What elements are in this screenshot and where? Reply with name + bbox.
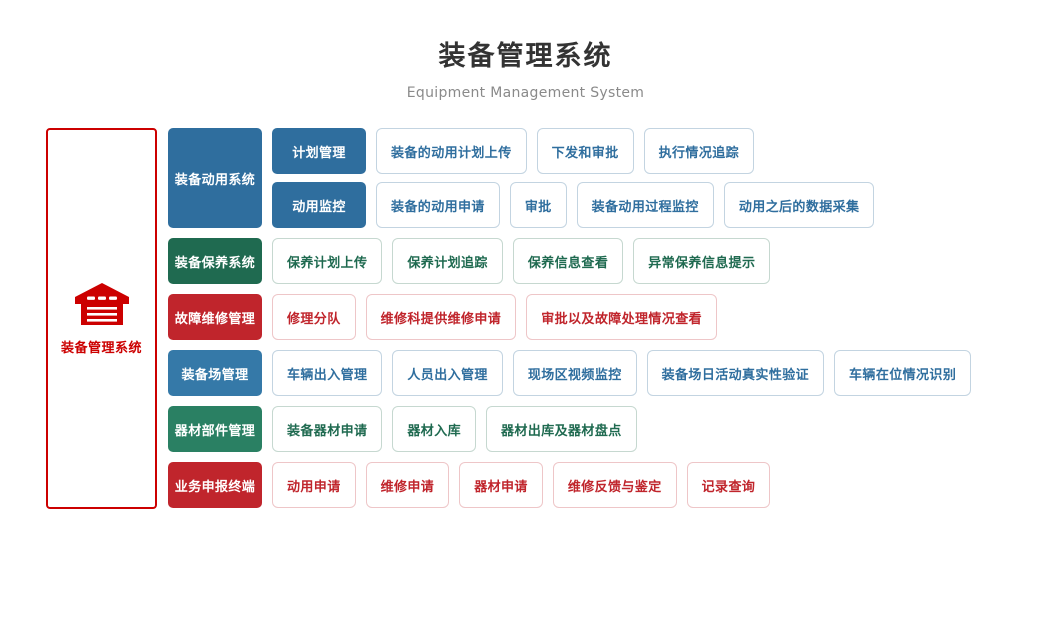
page-header: 装备管理系统 Equipment Management System [0, 40, 1051, 104]
leaf-item[interactable]: 器材入库 [392, 406, 477, 452]
subcategory-row: 计划管理装备的动用计划上传下发和审批执行情况追踪 [272, 128, 874, 174]
subcategory-row: 动用监控装备的动用申请审批装备动用过程监控动用之后的数据采集 [272, 182, 875, 228]
leaf-item[interactable]: 审批 [509, 182, 567, 228]
leaf-item-group: 动用申请维修申请器材申请维修反馈与鉴定记录查询 [262, 462, 771, 508]
category-row: 器材部件管理装备器材申请器材入库器材出库及器材盘点 [168, 406, 971, 452]
leaf-item[interactable]: 车辆出入管理 [272, 350, 383, 396]
leaf-item[interactable]: 异常保养信息提示 [633, 238, 771, 284]
leaf-item-group: 保养计划上传保养计划追踪保养信息查看异常保养信息提示 [262, 238, 771, 284]
leaf-item-group: 装备的动用计划上传下发和审批执行情况追踪 [366, 128, 755, 174]
system-root-label: 装备管理系统 [60, 341, 142, 356]
leaf-item[interactable]: 保养计划上传 [272, 238, 383, 284]
category-header-box[interactable]: 故障维修管理 [168, 294, 262, 340]
subcategory-box[interactable]: 动用监控 [272, 182, 366, 228]
category-row: 故障维修管理修理分队维修科提供维修申请审批以及故障处理情况查看 [168, 294, 971, 340]
leaf-item[interactable]: 保养信息查看 [512, 238, 624, 284]
category-header-box[interactable]: 业务申报终端 [168, 462, 262, 508]
leaf-item[interactable]: 人员出入管理 [392, 350, 503, 396]
leaf-item-group: 车辆出入管理人员出入管理现场区视频监控装备场日活动真实性验证车辆在位情况识别 [262, 350, 972, 396]
category-header-box[interactable]: 器材部件管理 [168, 406, 262, 452]
leaf-item-group: 装备器材申请器材入库器材出库及器材盘点 [262, 406, 637, 452]
leaf-item[interactable]: 执行情况追踪 [643, 128, 755, 174]
category-rows: 装备动用系统计划管理装备的动用计划上传下发和审批执行情况追踪动用监控装备的动用申… [168, 128, 972, 508]
system-root-panel[interactable]: 装备管理系统 [46, 128, 157, 509]
leaf-item[interactable]: 装备器材申请 [272, 406, 383, 452]
leaf-item[interactable]: 装备场日活动真实性验证 [646, 350, 825, 396]
leaf-item[interactable]: 装备的动用计划上传 [376, 128, 527, 174]
leaf-item-group: 修理分队维修科提供维修申请审批以及故障处理情况查看 [262, 294, 718, 340]
leaf-item-group: 装备的动用申请审批装备动用过程监控动用之后的数据采集 [366, 182, 875, 228]
category-header-box[interactable]: 装备动用系统 [168, 128, 262, 228]
category-row: 装备场管理车辆出入管理人员出入管理现场区视频监控装备场日活动真实性验证车辆在位情… [168, 350, 972, 396]
category-row: 装备保养系统保养计划上传保养计划追踪保养信息查看异常保养信息提示 [168, 238, 971, 284]
leaf-item[interactable]: 保养计划追踪 [392, 238, 503, 284]
leaf-item[interactable]: 器材出库及器材盘点 [486, 406, 637, 452]
leaf-item[interactable]: 现场区视频监控 [512, 350, 637, 396]
leaf-item[interactable]: 维修科提供维修申请 [365, 294, 517, 340]
leaf-item[interactable]: 动用申请 [272, 462, 356, 508]
category-header-box[interactable]: 装备保养系统 [168, 238, 262, 284]
category-row: 业务申报终端动用申请维修申请器材申请维修反馈与鉴定记录查询 [168, 462, 971, 508]
leaf-item[interactable]: 车辆在位情况识别 [834, 350, 972, 396]
category-row: 装备动用系统计划管理装备的动用计划上传下发和审批执行情况追踪动用监控装备的动用申… [168, 128, 971, 228]
leaf-item[interactable]: 器材申请 [459, 462, 543, 508]
leaf-item[interactable]: 动用之后的数据采集 [723, 182, 875, 228]
leaf-item[interactable]: 记录查询 [686, 462, 771, 508]
page-title: 装备管理系统 [438, 41, 613, 72]
page-subtitle: Equipment Management System [406, 85, 645, 101]
leaf-item[interactable]: 维修反馈与鉴定 [552, 462, 677, 508]
leaf-item[interactable]: 装备的动用申请 [376, 182, 500, 228]
leaf-item[interactable]: 修理分队 [272, 294, 356, 340]
warehouse-icon [73, 281, 131, 327]
leaf-item[interactable]: 审批以及故障处理情况查看 [526, 294, 718, 340]
subcategory-column: 计划管理装备的动用计划上传下发和审批执行情况追踪动用监控装备的动用申请审批装备动… [272, 128, 875, 228]
leaf-item[interactable]: 装备动用过程监控 [576, 182, 714, 228]
subcategory-box[interactable]: 计划管理 [272, 128, 366, 174]
leaf-item[interactable]: 维修申请 [365, 462, 450, 508]
category-header-box[interactable]: 装备场管理 [168, 350, 262, 396]
leaf-item[interactable]: 下发和审批 [536, 128, 634, 174]
